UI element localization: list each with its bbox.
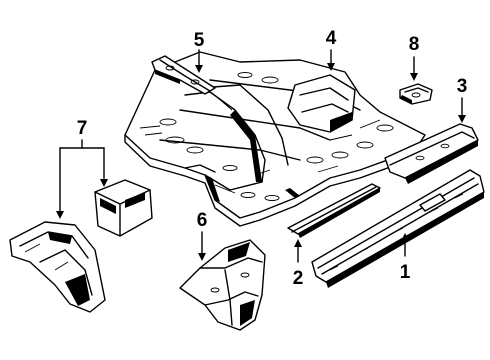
callout-4: 4 <box>326 28 337 49</box>
leader-lines <box>56 49 466 263</box>
upper-side-rail <box>384 123 479 184</box>
callout-6: 6 <box>197 210 208 231</box>
rocker-panel <box>311 169 485 288</box>
inner-sill <box>287 183 381 238</box>
callout-3: 3 <box>457 76 468 97</box>
leader-7 <box>56 139 108 219</box>
floor-pan <box>124 51 426 227</box>
callout-5: 5 <box>194 30 205 51</box>
callout-2: 2 <box>293 268 304 289</box>
cross-member-bracket <box>151 55 216 95</box>
seat-riser <box>94 179 153 237</box>
callout-1: 1 <box>400 262 411 283</box>
small-bracket <box>399 83 433 105</box>
floor-side-bracket <box>179 239 266 331</box>
floor-extension <box>9 221 106 313</box>
callout-8: 8 <box>409 34 420 55</box>
callout-7: 7 <box>77 118 88 139</box>
